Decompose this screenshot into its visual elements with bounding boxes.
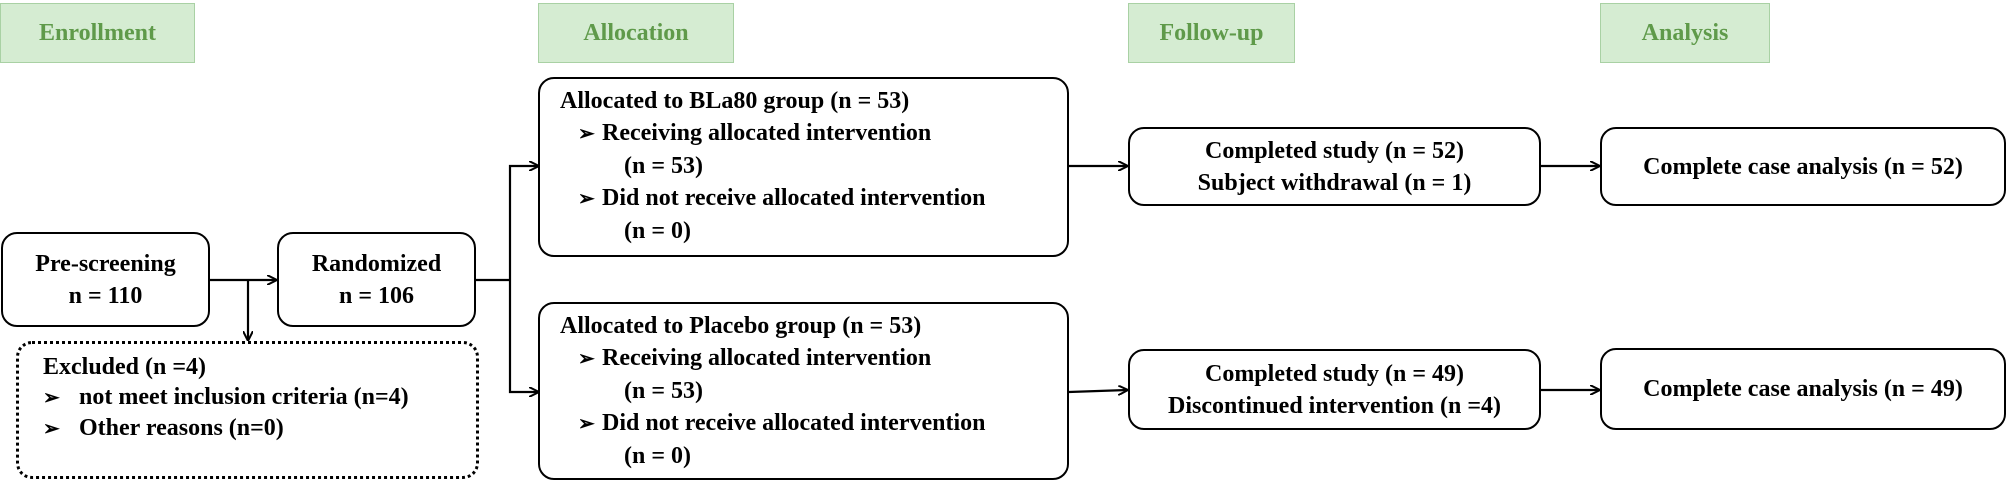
placebo-item-receiving: ➢ Receiving allocated intervention — [560, 342, 1067, 375]
bla80-allocation-box: Allocated to BLa80 group (n = 53) ➢ Rece… — [538, 77, 1069, 257]
arrow-to-placebo — [508, 280, 538, 392]
analysis-bla80-label: Complete case analysis (n = 52) — [1643, 153, 1963, 180]
bla80-item-not-receiving: ➢ Did not receive allocated intervention — [560, 182, 1067, 215]
header-enrollment: Enrollment — [0, 3, 195, 63]
header-allocation: Allocation — [538, 3, 734, 63]
bla80-item-receiving-count: (n = 53) — [624, 153, 704, 179]
followup-placebo-discontinued: Discontinued intervention (n =4) — [1167, 392, 1502, 419]
bla80-item-receiving-label: Receiving allocated intervention — [602, 120, 932, 146]
excluded-item-label: Other reasons (n=0) — [79, 415, 284, 441]
prescreening-box: Pre-screening n = 110 — [1, 232, 210, 327]
placebo-item-receiving-count: (n = 53) — [624, 378, 704, 404]
placebo-item-not-receiving-label: Did not receive allocated intervention — [602, 410, 986, 436]
randomized-title: Randomized — [311, 250, 442, 277]
followup-bla80-completed: Completed study (n = 52) — [1204, 137, 1465, 164]
placebo-item-not-receiving: ➢ Did not receive allocated intervention — [560, 407, 1067, 440]
followup-placebo-completed: Completed study (n = 49) — [1204, 360, 1465, 387]
followup-bla80-withdrawal: Subject withdrawal (n = 1) — [1197, 169, 1472, 196]
header-enrollment-label: Enrollment — [39, 19, 156, 46]
randomized-count: n = 106 — [338, 282, 415, 309]
followup-bla80-box: Completed study (n = 52) Subject withdra… — [1128, 127, 1541, 206]
header-allocation-label: Allocation — [583, 19, 689, 46]
header-followup: Follow-up — [1128, 3, 1295, 63]
excluded-item: ➢ Other reasons (n=0) — [43, 413, 476, 444]
bullet-arrow-icon: ➢ — [578, 123, 595, 145]
prescreening-title: Pre-screening — [35, 250, 176, 277]
arrow-placebo-to-followup — [1068, 390, 1127, 392]
placebo-item-not-receiving-count: (n = 0) — [624, 443, 692, 469]
bullet-arrow-icon: ➢ — [43, 418, 60, 440]
bullet-arrow-icon: ➢ — [578, 413, 595, 435]
analysis-placebo-label: Complete case analysis (n = 49) — [1643, 376, 1963, 402]
bla80-title: Allocated to BLa80 group (n = 53) — [560, 88, 910, 114]
bla80-item-not-receiving-count: (n = 0) — [624, 218, 692, 244]
excluded-box: Excluded (n =4) ➢ not meet inclusion cri… — [16, 341, 479, 479]
excluded-title: Excluded (n =4) — [43, 354, 207, 380]
bullet-arrow-icon: ➢ — [43, 387, 60, 409]
placebo-title: Allocated to Placebo group (n = 53) — [560, 313, 922, 339]
excluded-item: ➢ not meet inclusion criteria (n=4) — [43, 382, 476, 413]
placebo-item-receiving-label: Receiving allocated intervention — [602, 345, 932, 371]
bla80-item-receiving: ➢ Receiving allocated intervention — [560, 117, 1067, 150]
arrow-to-bla80 — [508, 166, 538, 280]
header-followup-label: Follow-up — [1159, 19, 1264, 46]
header-analysis: Analysis — [1600, 3, 1770, 63]
analysis-bla80-box: Complete case analysis (n = 52) — [1600, 127, 2006, 206]
prescreening-count: n = 110 — [68, 282, 143, 309]
randomized-box: Randomized n = 106 — [277, 232, 476, 327]
excluded-item-label: not meet inclusion criteria (n=4) — [79, 384, 409, 410]
placebo-allocation-box: Allocated to Placebo group (n = 53) ➢ Re… — [538, 302, 1069, 480]
bla80-item-not-receiving-label: Did not receive allocated intervention — [602, 185, 986, 211]
bullet-arrow-icon: ➢ — [578, 188, 595, 210]
analysis-placebo-box: Complete case analysis (n = 49) — [1600, 348, 2006, 430]
followup-placebo-box: Completed study (n = 49) Discontinued in… — [1128, 349, 1541, 430]
header-analysis-label: Analysis — [1641, 19, 1729, 46]
bullet-arrow-icon: ➢ — [578, 348, 595, 370]
